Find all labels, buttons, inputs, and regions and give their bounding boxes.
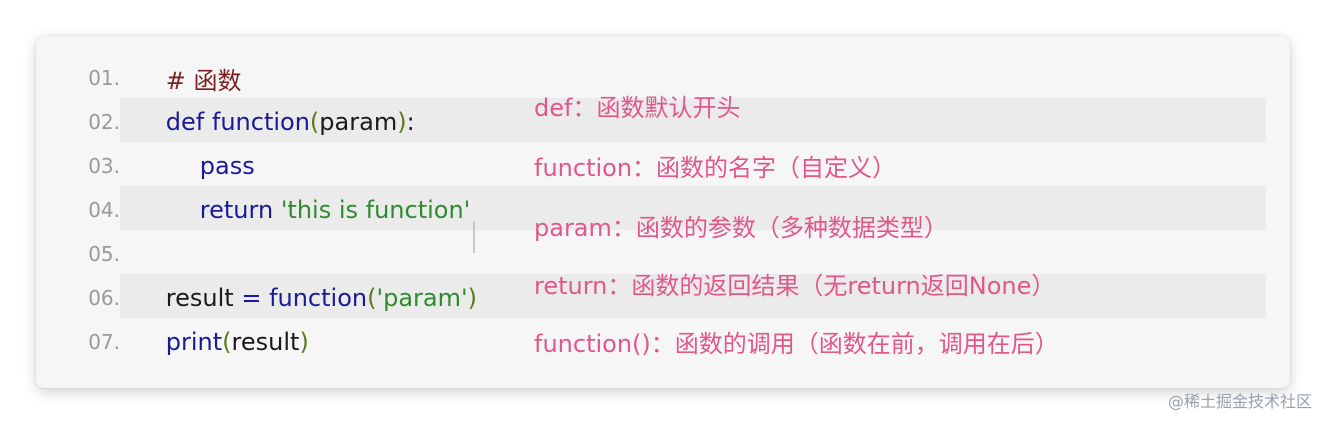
code-line-6: 06. result = function('param') [36, 276, 477, 320]
keyword-def: def [165, 108, 205, 136]
keyword-return: return [199, 196, 274, 224]
line-number: 06. [88, 286, 120, 310]
string-literal: 'param' [376, 284, 468, 312]
row-stripe [120, 98, 1266, 142]
colon: : [406, 108, 415, 136]
paren-close: ) [299, 328, 309, 356]
paren-close: ) [397, 108, 407, 136]
paren-open: ( [222, 328, 232, 356]
keyword-pass: pass [199, 152, 255, 180]
code-comment: # 函数 [165, 66, 242, 95]
paren-close: ) [467, 284, 477, 312]
string-literal: 'this is function' [280, 196, 471, 224]
code-card: 01. # 函数 02. def function(param): 03. pa… [36, 36, 1290, 388]
line-number: 01. [88, 66, 120, 90]
annotation-function: function：函数的名字（自定义） [534, 154, 897, 182]
paren-open: ( [309, 108, 320, 136]
annotation-param: param：函数的参数（多种数据类型） [534, 214, 948, 242]
line-number: 04. [88, 198, 120, 222]
code-space [273, 196, 281, 224]
row-stripe [120, 186, 1266, 230]
watermark: @稀土掘金技术社区 [1167, 392, 1312, 411]
text-cursor [473, 221, 475, 253]
variable-result: result [165, 284, 234, 312]
paren-open: ( [367, 284, 377, 312]
annotation-return: return：函数的返回结果（无return返回None） [534, 272, 1056, 300]
row-stripe [120, 274, 1266, 318]
function-print: print [165, 328, 223, 356]
assign-operator: = [233, 284, 270, 312]
annotation-call: function()：函数的调用（函数在前，调用在后） [534, 330, 1059, 358]
line-number: 03. [88, 154, 120, 178]
code-line-7: 07. print(result) [36, 320, 309, 364]
code-line-1: 01. # 函数 [36, 56, 242, 100]
function-call: function [269, 284, 368, 312]
code-line-5: 05. [36, 232, 120, 276]
line-number: 07. [88, 330, 120, 354]
line-number: 05. [88, 242, 120, 266]
param-name: param [319, 108, 398, 136]
argument-result: result [231, 328, 300, 356]
line-number: 02. [88, 110, 120, 134]
code-line-4: 04. return 'this is function' [36, 188, 470, 232]
function-name: function [211, 108, 310, 136]
annotation-def: def：函数默认开头 [534, 94, 741, 122]
code-line-3: 03. pass [36, 144, 255, 188]
code-line-2: 02. def function(param): [36, 100, 415, 144]
